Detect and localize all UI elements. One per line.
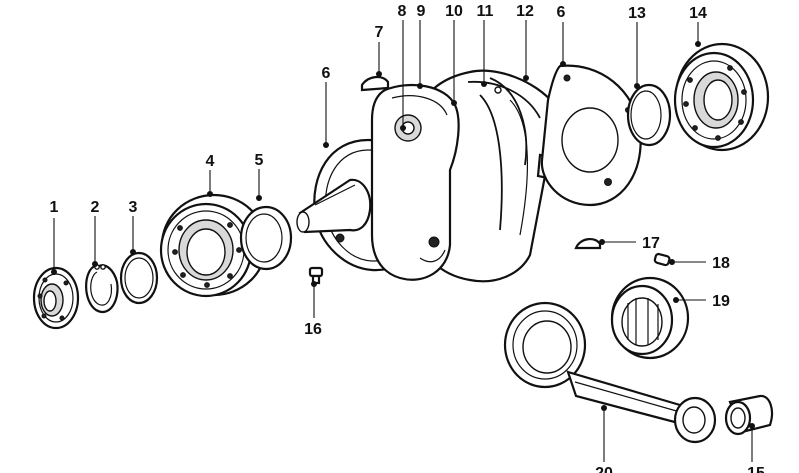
part-17-woodruff-key [574, 238, 602, 250]
callout-8: 8 [398, 3, 407, 20]
part-14-roller-bearing [673, 42, 770, 152]
part-15-bushing [724, 394, 774, 436]
callout-13: 13 [628, 5, 646, 22]
leader-lines [51, 20, 755, 462]
callout-7: 7 [375, 24, 384, 41]
callout-14: 14 [689, 5, 707, 22]
callout-6-right: 6 [557, 4, 566, 21]
part-2-circlip [85, 264, 119, 313]
callout-20: 20 [595, 465, 613, 473]
callout-3: 3 [129, 199, 138, 216]
part-6-right-flange [540, 64, 642, 207]
part-18-pin [653, 252, 671, 267]
part-5-seal [239, 205, 293, 271]
part-20-connecting-rod [503, 301, 717, 444]
callout-labels: 1 2 3 4 5 6 6 7 8 9 10 11 12 13 14 16 17… [50, 3, 765, 473]
callout-10: 10 [445, 3, 463, 20]
callout-17: 17 [642, 235, 660, 252]
callout-5: 5 [255, 152, 264, 169]
crankshaft-assembly [296, 69, 565, 283]
part-16-bolt [308, 266, 324, 285]
callout-16: 16 [304, 321, 322, 338]
callout-19: 19 [712, 293, 730, 310]
part-1-small-bearing [32, 266, 80, 330]
callout-1: 1 [50, 199, 59, 216]
callout-15: 15 [747, 465, 765, 473]
callout-18: 18 [712, 255, 730, 272]
callout-4: 4 [206, 153, 215, 170]
part-19-needle-bearing [610, 276, 690, 360]
callout-12: 12 [516, 3, 534, 20]
callout-6-left: 6 [322, 65, 331, 82]
part-7-woodruff-key [360, 75, 390, 92]
part-3-ring [119, 251, 159, 305]
callout-2: 2 [91, 199, 100, 216]
callout-11: 11 [477, 3, 494, 20]
callout-9: 9 [417, 3, 426, 20]
part-13-ring [626, 83, 672, 147]
